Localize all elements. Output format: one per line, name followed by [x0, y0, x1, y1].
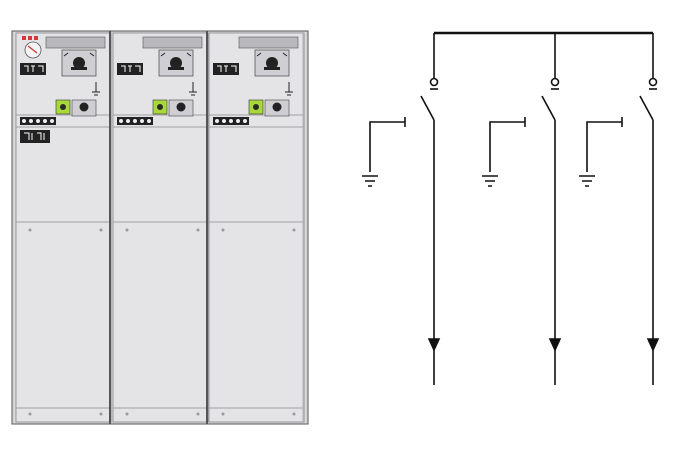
screw — [292, 228, 296, 232]
status-lamp — [36, 119, 40, 123]
lower-knob-icon — [176, 102, 186, 112]
screw — [125, 412, 129, 416]
status-lamp — [126, 119, 130, 123]
knob-base — [264, 67, 280, 70]
screw — [125, 228, 129, 232]
outgoing-arrow — [646, 338, 660, 352]
screw — [28, 228, 32, 232]
knob-base — [168, 67, 184, 70]
alarm-lamp — [22, 36, 26, 40]
operating-knob-icon — [73, 57, 85, 69]
earth-indicator-icon — [285, 82, 293, 96]
ground-icon — [362, 175, 378, 187]
earth-switch-arm — [586, 121, 622, 172]
feeder-1 — [362, 33, 441, 385]
status-lamp — [229, 119, 233, 123]
earth-indicator-icon — [92, 82, 100, 96]
screw — [221, 228, 225, 232]
lower-knob-icon — [79, 102, 89, 112]
indicator-dot — [253, 104, 259, 110]
feeder-2 — [482, 33, 562, 385]
panel-1-extras — [20, 36, 50, 143]
device-label-glyphs-2 — [24, 132, 45, 140]
status-lamp — [243, 119, 247, 123]
disconnector-blade — [639, 95, 654, 121]
switchgear-panels — [15, 31, 305, 424]
mechanism-arrows — [63, 52, 95, 57]
status-lamp — [43, 119, 47, 123]
knob-base — [71, 67, 87, 70]
status-lamp — [140, 119, 144, 123]
status-lamp — [119, 119, 123, 123]
status-lamp — [29, 119, 33, 123]
termination-circle — [550, 77, 560, 87]
ground-icon — [579, 175, 595, 187]
feeder-3 — [579, 33, 660, 385]
alarm-lamp — [34, 36, 38, 40]
status-lamp — [222, 119, 226, 123]
operating-knob-icon — [170, 57, 182, 69]
operating-knob-icon — [266, 57, 278, 69]
indicator-dot — [60, 104, 66, 110]
panel-body — [112, 32, 209, 423]
earth-switch-arm — [489, 121, 525, 172]
screw — [28, 412, 32, 416]
status-lamp — [147, 119, 151, 123]
panel-body — [15, 32, 112, 423]
termination-circle — [648, 77, 658, 87]
mechanism-arrows — [256, 52, 288, 57]
status-lamp — [50, 119, 54, 123]
screw — [99, 228, 103, 232]
panel-header-plate — [45, 36, 106, 49]
device-label-block-2 — [20, 130, 50, 143]
panel-header-plate — [142, 36, 203, 49]
outgoing-arrow — [427, 338, 441, 352]
disconnector-blade — [420, 95, 435, 121]
single-line-diagram — [362, 31, 660, 385]
termination-circle — [429, 77, 439, 87]
status-lamp — [22, 119, 26, 123]
alarm-lamp — [28, 36, 32, 40]
device-label-glyphs — [24, 65, 44, 72]
switchgear-panel-1 — [15, 32, 112, 423]
indicator-dot — [157, 104, 163, 110]
screw — [221, 412, 225, 416]
screw — [196, 412, 200, 416]
status-lamp — [215, 119, 219, 123]
screw — [196, 228, 200, 232]
screw — [292, 412, 296, 416]
device-label-glyphs — [121, 65, 141, 72]
lower-knob-icon — [272, 102, 282, 112]
ground-icon — [482, 175, 498, 187]
screw — [99, 412, 103, 416]
gauge-needle — [27, 45, 38, 54]
outgoing-arrow — [548, 338, 562, 352]
switchgear-panel-3 — [208, 32, 305, 423]
switchgear-panel-2 — [112, 32, 209, 423]
device-label-glyphs — [217, 65, 237, 72]
mechanism-arrows — [160, 52, 192, 57]
earth-switch-arm — [369, 121, 405, 172]
panel-body — [208, 32, 305, 423]
earth-indicator-icon — [189, 82, 197, 96]
status-lamp — [236, 119, 240, 123]
panel-header-plate — [238, 36, 299, 49]
disconnector-blade — [541, 95, 556, 121]
status-lamp — [133, 119, 137, 123]
